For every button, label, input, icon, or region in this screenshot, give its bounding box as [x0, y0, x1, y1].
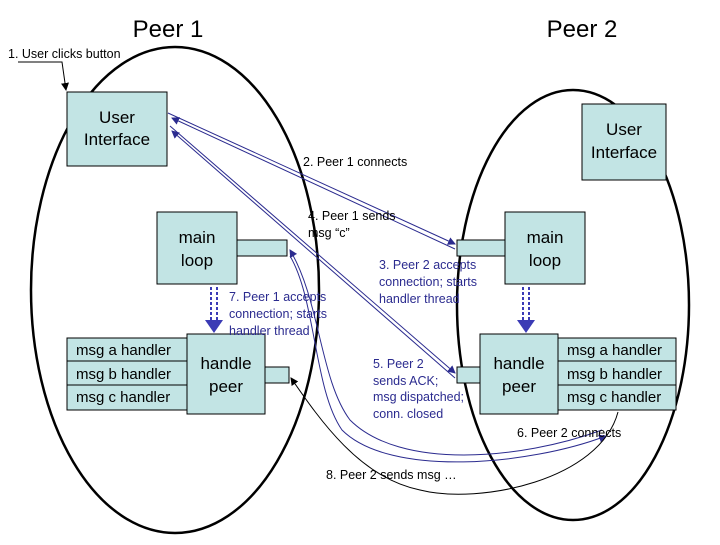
peer1-handle-peer-box: handle peer — [186, 333, 290, 415]
peer1-ellipse — [29, 45, 321, 535]
peer1-handler-c: msg c handler — [76, 389, 170, 406]
peer1-title: Peer 1 — [133, 16, 204, 43]
peer2-handle-label-line1: handle — [493, 354, 544, 373]
step1-arrow — [18, 61, 69, 91]
peer1-spawn-arrow — [205, 287, 223, 333]
step7-line3: handler thread — [229, 324, 310, 338]
peer2-spawn-arrow — [517, 287, 535, 333]
peer2-title: Peer 2 — [547, 16, 618, 43]
peer2-handler-b: msg b handler — [567, 366, 662, 383]
peer2-handler-table: msg a handler msg b handler msg c handle… — [557, 337, 677, 411]
peer1-handle-socket — [264, 366, 290, 384]
step4-arrow — [169, 125, 456, 374]
peer1-ui-label-line2: Interface — [84, 130, 150, 149]
peer2-ui-label-line1: User — [606, 120, 642, 139]
step5-line4: conn. closed — [373, 407, 443, 421]
peer2-main-label-line1: main — [527, 228, 564, 247]
peer2-handler-c: msg c handler — [567, 389, 661, 406]
peer2-main-label-line2: loop — [529, 251, 561, 270]
step3-line1: 3. Peer 2 accepts — [379, 258, 476, 272]
peer2-handler-a: msg a handler — [567, 342, 662, 359]
step1-label: 1. User clicks button — [8, 47, 121, 61]
step6-label: 6. Peer 2 connects — [517, 426, 621, 440]
step8-arrow — [290, 377, 619, 495]
step6-arrow — [289, 249, 603, 456]
peer1-handler-a: msg a handler — [76, 342, 171, 359]
step7-line1: 7. Peer 1 accepts — [229, 290, 326, 304]
peer1-handler-b: msg b handler — [76, 366, 171, 383]
step5-line2: sends ACK; — [373, 374, 438, 388]
peer1-main-label-line2: loop — [181, 251, 213, 270]
peer1-handle-label-line2: peer — [209, 377, 243, 396]
step5-ack-arrow — [171, 130, 456, 379]
step7-line2: connection; starts — [229, 307, 327, 321]
step2-arrow — [167, 112, 456, 245]
peer2-handle-label-line2: peer — [502, 377, 536, 396]
step7-label: 7. Peer 1 accepts connection; starts han… — [229, 290, 327, 338]
step5-line3: msg dispatched; — [373, 390, 464, 404]
step3-line2: connection; starts — [379, 275, 477, 289]
peer2-handle-peer-box: handle peer — [456, 333, 559, 415]
peer1-main-loop-socket — [236, 239, 288, 257]
step8-label: 8. Peer 2 sends msg … — [326, 468, 457, 482]
peer2-handle-socket — [456, 366, 481, 384]
step4-line1: 4. Peer 1 sends — [308, 209, 396, 223]
peer1-user-interface-box: User Interface — [66, 91, 168, 167]
step3-label: 3. Peer 2 accepts connection; starts han… — [379, 258, 477, 306]
step4-label: 4. Peer 1 sends msg “c” — [308, 209, 396, 240]
step5-line1: 5. Peer 2 — [373, 357, 424, 371]
peer2-ui-label-line2: Interface — [591, 143, 657, 162]
peer1-ui-label-line1: User — [99, 108, 135, 127]
step3-line3: handler thread — [379, 292, 460, 306]
peer1-handle-label-line1: handle — [200, 354, 251, 373]
step6-return-arrow — [289, 255, 607, 463]
step5-label: 5. Peer 2 sends ACK; msg dispatched; con… — [373, 357, 464, 421]
peer2-main-loop-socket — [456, 239, 506, 257]
peer1-main-label-line1: main — [179, 228, 216, 247]
step2-label: 2. Peer 1 connects — [303, 155, 407, 169]
peer2-user-interface-box: User Interface — [581, 103, 667, 181]
step2-return-arrow — [171, 117, 456, 250]
peer1-main-loop-box: main loop — [156, 211, 288, 285]
peer1-handler-table: msg a handler msg b handler msg c handle… — [66, 337, 188, 411]
step4-line2: msg “c” — [308, 226, 350, 240]
peer2-main-loop-box: main loop — [456, 211, 586, 285]
peer2-ellipse — [455, 88, 691, 522]
